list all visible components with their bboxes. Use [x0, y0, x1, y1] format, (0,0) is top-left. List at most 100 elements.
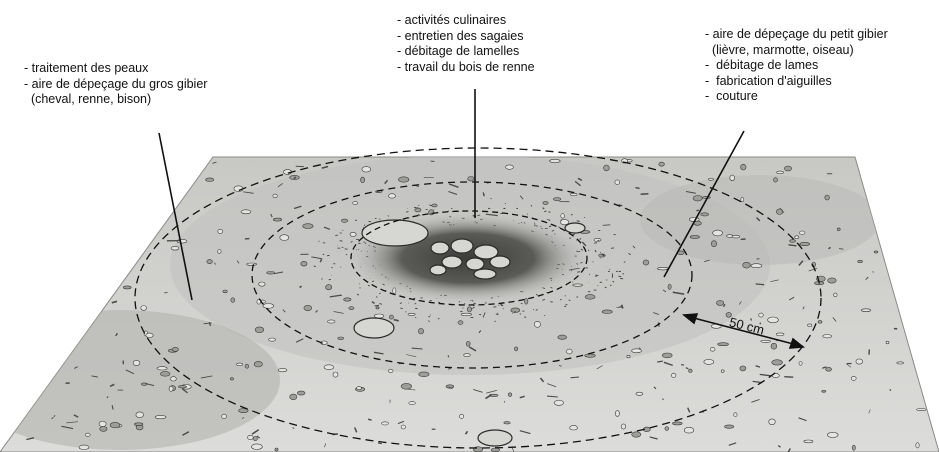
debris-pebble [858, 260, 863, 262]
debris-pebble [241, 210, 251, 214]
debris-pebble [419, 372, 429, 377]
debris-pebble [550, 159, 561, 162]
debris-pebble [684, 427, 694, 433]
annotation-line: - débitage de lames [705, 58, 888, 74]
debris-pebble [743, 262, 751, 268]
debris-pebble [245, 364, 249, 368]
debris-pebble [741, 164, 746, 170]
debris-fragment [561, 220, 562, 221]
debris-pebble [659, 162, 665, 166]
debris-fragment [789, 245, 797, 246]
debris-pebble [822, 390, 826, 392]
debris-pebble [99, 421, 106, 426]
debris-pebble [701, 213, 709, 216]
debris-pebble [774, 178, 778, 182]
debris-pebble [155, 415, 166, 418]
annotation-line: - travail du bois de renne [397, 60, 535, 76]
debris-pebble [223, 290, 227, 293]
debris-pebble [290, 394, 297, 400]
debris-fragment [485, 303, 487, 304]
debris-pebble [304, 305, 312, 310]
debris-fragment [657, 361, 663, 362]
debris-pebble [886, 341, 889, 344]
debris-pebble [178, 386, 186, 388]
debris-fragment [368, 285, 370, 286]
debris-pebble [672, 373, 676, 377]
debris-pebble [409, 402, 416, 405]
debris-pebble [718, 343, 729, 346]
debris-fragment [319, 241, 320, 242]
debris-pebble [252, 444, 263, 450]
debris-pebble [273, 194, 277, 198]
debris-fragment [335, 235, 338, 236]
debris-pebble [269, 338, 276, 341]
debris-pebble [916, 443, 919, 448]
annotation-outer-left: - traitement des peaux - aire de dépeçag… [24, 61, 207, 108]
debris-fragment [588, 250, 589, 251]
debris-pebble [823, 335, 832, 338]
debris-fragment [756, 284, 764, 285]
annotation-line: (cheval, renne, bison) [24, 92, 207, 108]
debris-pebble [401, 425, 405, 429]
debris-pebble [553, 198, 561, 201]
debris-pebble [662, 353, 672, 358]
debris-pebble [461, 313, 472, 315]
debris-pebble [771, 343, 777, 349]
debris-pebble [133, 360, 140, 365]
debris-pebble [852, 445, 855, 450]
debris-fragment [663, 399, 664, 400]
debris-pebble [636, 392, 643, 395]
debris-pebble [253, 437, 257, 441]
debris-pebble [267, 272, 275, 275]
debris-pebble [772, 360, 783, 365]
debris-pebble [301, 261, 307, 266]
debris-fragment [498, 313, 499, 314]
debris-fragment [577, 221, 580, 222]
debris-pebble [231, 298, 235, 303]
debris-pebble [374, 314, 384, 318]
debris-pebble [432, 204, 437, 207]
debris-pebble [206, 178, 214, 182]
debris-fragment [600, 252, 601, 253]
debris-pebble [157, 367, 167, 370]
debris-pebble [828, 278, 837, 283]
debris-pebble [732, 235, 740, 238]
debris-fragment [341, 295, 342, 296]
debris-pebble [247, 263, 257, 265]
debris-fragment [375, 305, 379, 306]
debris-pebble [828, 432, 839, 437]
debris-fragment [576, 297, 578, 298]
debris-pebble [160, 372, 170, 377]
debris-pebble [222, 414, 227, 418]
debris-pebble [761, 340, 771, 342]
debris-pebble [861, 309, 870, 312]
debris-pebble [725, 425, 734, 428]
debris-pebble [237, 363, 243, 366]
annotation-outer-right: - aire de dépeçage du petit gibier (lièv… [705, 27, 888, 105]
debris-pebble [468, 177, 474, 182]
debris-pebble [218, 250, 221, 254]
debris-pebble [123, 286, 131, 289]
debris-fragment [323, 243, 325, 244]
debris-pebble [429, 210, 434, 215]
debris-fragment [873, 271, 874, 272]
debris-pebble [800, 231, 805, 234]
debris-pebble [769, 419, 776, 425]
debris-pebble [362, 167, 371, 172]
debris-fragment [364, 225, 365, 226]
debris-pebble [491, 448, 500, 452]
debris-pebble [508, 393, 512, 397]
debris-pebble [85, 433, 90, 436]
debris-pebble [602, 310, 612, 314]
debris-pebble [344, 298, 351, 301]
debris-pebble [141, 306, 147, 311]
debris-fragment [635, 188, 639, 189]
debris-pebble [721, 370, 724, 373]
debris-pebble [504, 422, 510, 424]
debris-fragment [376, 297, 378, 298]
debris-pebble [604, 165, 610, 171]
debris-fragment [839, 249, 843, 250]
debris-pebble [777, 171, 784, 174]
debris-pebble [543, 202, 548, 205]
debris-pebble [255, 327, 264, 333]
